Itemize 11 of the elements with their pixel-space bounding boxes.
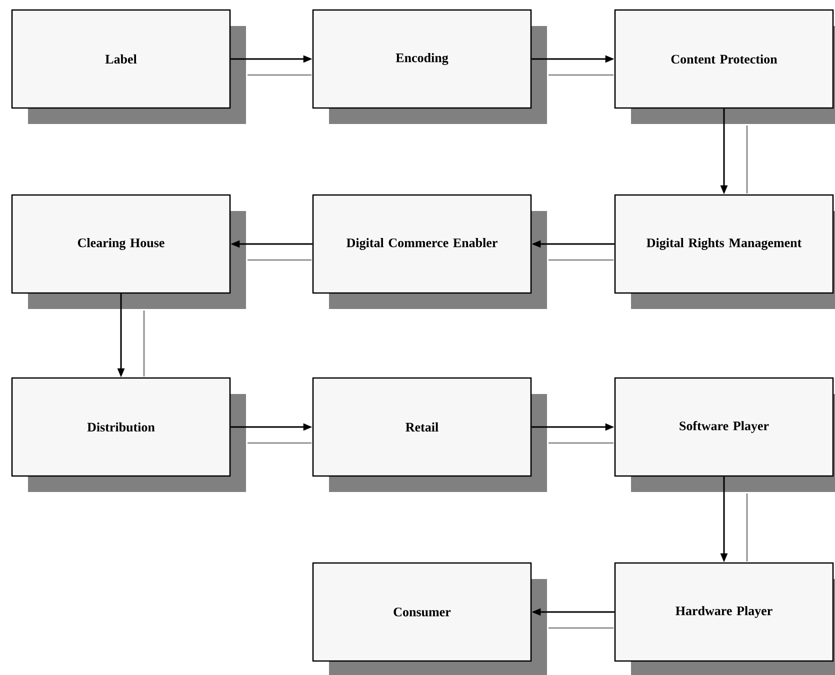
- process-box: Retail: [312, 377, 547, 492]
- process-box: Consumer: [312, 562, 547, 675]
- process-box: Encoding: [312, 9, 547, 124]
- process-box: Hardware Player: [614, 562, 835, 675]
- process-box: Software Player: [614, 377, 835, 492]
- process-box: Content Protection: [614, 9, 835, 124]
- process-box: Distribution: [11, 377, 246, 492]
- process-box: Clearing House: [11, 194, 246, 309]
- process-box: Digital Rights Management: [614, 194, 835, 309]
- process-box: Label: [11, 9, 246, 124]
- process-box: Digital Commerce Enabler: [312, 194, 547, 309]
